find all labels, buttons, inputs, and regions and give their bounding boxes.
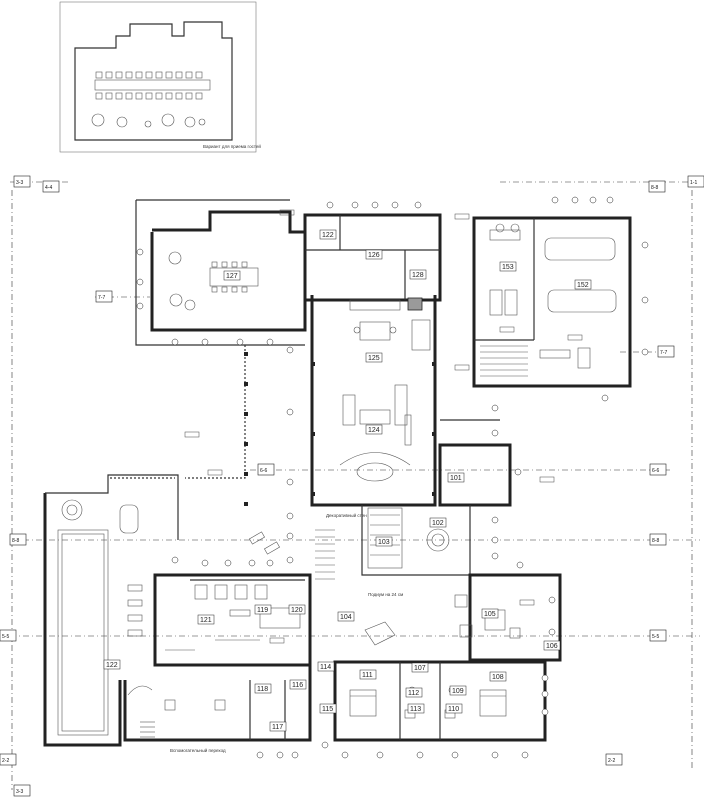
room-109-label: 109 bbox=[452, 688, 464, 695]
axis-lines bbox=[10, 181, 700, 790]
axis-label: 5-5 bbox=[652, 634, 659, 640]
axis-label: 3-3 bbox=[16, 180, 23, 186]
axis-label: 7-7 bbox=[660, 350, 667, 356]
room-122-pool-label: 122 bbox=[106, 662, 118, 669]
room-101-label: 101 bbox=[450, 475, 462, 482]
room-114-label: 114 bbox=[320, 664, 331, 671]
stair-note: Декоративный стен bbox=[326, 512, 367, 518]
room-118-label: 118 bbox=[257, 686, 268, 693]
walls bbox=[43, 199, 632, 747]
podium-note: Подиум на 24 см bbox=[368, 592, 403, 597]
inset-table bbox=[91, 71, 211, 128]
room-119-label: 119 bbox=[257, 607, 268, 614]
window-markers bbox=[136, 196, 649, 759]
room-120-label: 120 bbox=[291, 607, 303, 614]
axis-label: 3-3 bbox=[16, 789, 23, 795]
room-102-label: 102 bbox=[432, 520, 444, 527]
room-108-label: 108 bbox=[492, 674, 504, 681]
axis-label: 8-8 bbox=[652, 538, 659, 544]
room-126-label: 126 bbox=[368, 252, 380, 259]
room-122-label: 122 bbox=[322, 232, 334, 239]
axis-label: 6-6 bbox=[260, 468, 267, 474]
room-105-label: 105 bbox=[484, 611, 496, 618]
room-116-label: 116 bbox=[292, 682, 303, 689]
room-121-label: 121 bbox=[200, 617, 212, 624]
axis-label: 8-8 bbox=[12, 538, 19, 544]
room-111-label: 111 bbox=[362, 672, 373, 679]
room-110-label: 110 bbox=[448, 706, 459, 713]
room-113-label: 113 bbox=[410, 706, 421, 713]
room-128-label: 128 bbox=[412, 272, 424, 279]
room-112-label: 112 bbox=[408, 690, 419, 697]
room-125-label: 125 bbox=[368, 355, 380, 362]
structure-hatch bbox=[244, 297, 436, 506]
room-124-label: 124 bbox=[368, 427, 380, 434]
room-103-label: 103 bbox=[378, 539, 390, 546]
inset-drawing: Вариант для приема гостей bbox=[59, 1, 261, 153]
axis-label: 1-1 bbox=[690, 180, 697, 186]
room-labels: 127 122 126 128 153 152 125 124 101 102 … bbox=[103, 229, 592, 732]
room-152-label: 152 bbox=[577, 282, 589, 289]
axis-label: 6-6 bbox=[652, 468, 659, 474]
axis-label: 5-5 bbox=[2, 634, 9, 640]
room-153-label: 153 bbox=[502, 264, 514, 271]
room-117-label: 117 bbox=[272, 724, 283, 731]
annotations: Декоративный стен Подиум на 24 см Вспомо… bbox=[170, 512, 403, 753]
axis-label: 2-2 bbox=[608, 758, 615, 764]
room-115-label: 115 bbox=[322, 706, 333, 713]
furniture bbox=[57, 223, 617, 738]
room-104-label: 104 bbox=[340, 614, 352, 621]
passage-note: Вспомогательный переход bbox=[170, 747, 226, 753]
level-marks bbox=[184, 209, 583, 644]
axis-label: 7-7 bbox=[98, 295, 105, 301]
room-106-label: 106 bbox=[546, 643, 558, 650]
axis-label: 2-2 bbox=[2, 758, 9, 764]
inset-caption: Вариант для приема гостей bbox=[203, 143, 261, 149]
room-107-label: 107 bbox=[414, 665, 426, 672]
axis-label: 4-4 bbox=[45, 185, 52, 191]
room-127-label: 127 bbox=[226, 273, 238, 280]
axis-label: 8-8 bbox=[651, 185, 658, 191]
axis-markers: 3-3 4-4 1-1 8-8 7-7 7-7 6-6 6-6 8-8 8-8 … bbox=[0, 175, 704, 797]
